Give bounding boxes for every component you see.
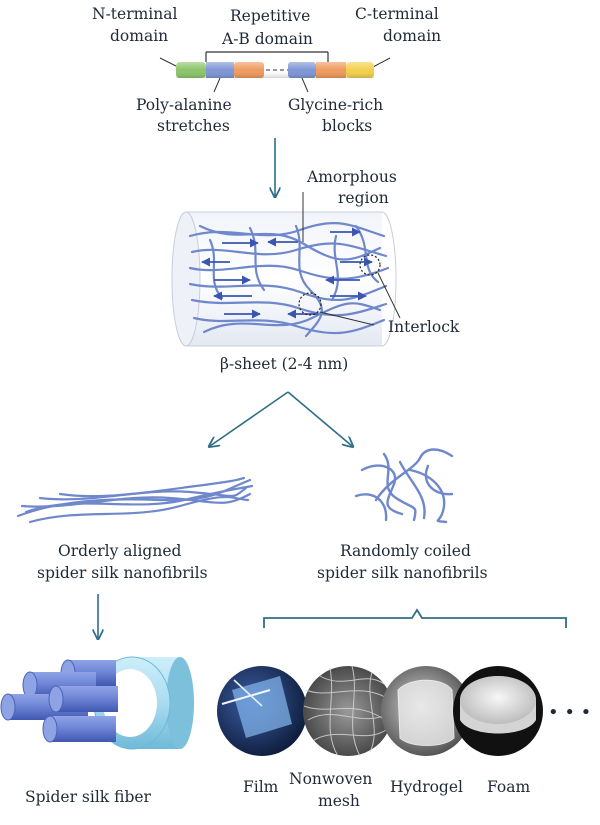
beta-sheet-cylinder <box>171 192 401 347</box>
amorphous-label-line1: Amorphous <box>307 168 397 186</box>
poly-alanine-label-line2: stretches <box>157 117 230 135</box>
nonwoven-label-line2: mesh <box>318 792 360 810</box>
n-terminal-label-line2: domain <box>110 27 169 45</box>
film-image <box>217 666 307 756</box>
orderly-label-line1: Orderly aligned <box>58 542 182 560</box>
spider-fiber-label: Spider silk fiber <box>25 788 151 806</box>
hydrogel-label: Hydrogel <box>390 778 463 796</box>
ellipsis-label: • • • <box>548 702 592 723</box>
glycine-label-line2: blocks <box>322 117 373 135</box>
orderly-label-line2: spider silk nanofibrils <box>37 564 208 582</box>
repetitive-label-line1: Repetitive <box>230 7 311 25</box>
random-label-line2: spider silk nanofibrils <box>317 564 488 582</box>
interlock-circle-1 <box>359 254 381 276</box>
nonwoven-mesh-image <box>303 665 393 757</box>
c-terminal-label-line2: domain <box>383 27 442 45</box>
c-terminal-label-line1: C-terminal <box>355 5 439 23</box>
amorphous-label-line2: region <box>338 189 389 207</box>
coiled-nanofibrils <box>354 448 454 524</box>
materials-bracket <box>263 608 567 628</box>
interlock-circle-2 <box>298 292 322 316</box>
protein-domain-bar <box>159 51 391 93</box>
hydrogel-image <box>381 666 471 756</box>
spider-silk-fiber-illustration <box>0 656 194 750</box>
glycine-label-line1: Glycine-rich <box>288 96 384 114</box>
foam-image <box>453 666 543 756</box>
interlock-label: Interlock <box>388 318 460 336</box>
poly-alanine-label-line1: Poly-alanine <box>136 96 232 114</box>
n-terminal-label-line1: N-terminal <box>92 5 178 23</box>
branch-arrow-right <box>287 391 352 446</box>
aligned-nanofibrils <box>16 476 254 524</box>
repetitive-label-line2: A-B domain <box>222 30 313 48</box>
film-label: Film <box>243 778 279 796</box>
random-label-line1: Randomly coiled <box>340 542 471 560</box>
nonwoven-label-line1: Nonwoven <box>289 770 373 788</box>
foam-label: Foam <box>487 778 531 796</box>
branch-arrow-left <box>210 391 289 446</box>
beta-sheet-label: β-sheet (2-4 nm) <box>220 355 349 373</box>
